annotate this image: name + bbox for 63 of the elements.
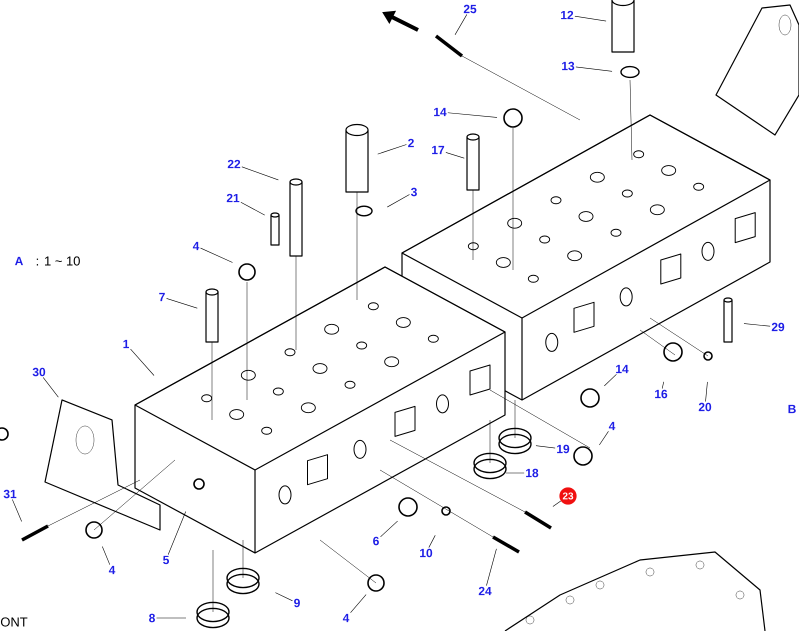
- callout-number: 6: [373, 536, 379, 546]
- callout-number: 24: [478, 586, 492, 596]
- label-text: : 1 ~ 10: [36, 256, 80, 266]
- callout-number: 4: [342, 614, 350, 622]
- label-text: B: [788, 404, 796, 414]
- leader-line: [576, 66, 612, 72]
- leader-line: [662, 382, 664, 389]
- callout-number: 22: [228, 160, 240, 168]
- callout-number: 31: [4, 490, 16, 498]
- leader-line: [574, 16, 606, 22]
- leader-line: [552, 500, 562, 507]
- leader-line: [705, 382, 708, 402]
- leader-line: [130, 348, 154, 376]
- callout-number: 14: [434, 108, 447, 116]
- callout-number: 18: [526, 468, 538, 478]
- callout-number: 29: [772, 322, 784, 332]
- label-text: ONT: [0, 617, 28, 627]
- callout-number: 12: [561, 10, 574, 20]
- callout-number: 30: [32, 368, 46, 376]
- leader-line: [166, 298, 198, 308]
- leader-line: [486, 548, 497, 586]
- callout-number: 1: [123, 340, 129, 348]
- callout-number: 17: [432, 146, 444, 154]
- callout-number: 14: [616, 364, 629, 374]
- callout-number: 10: [420, 548, 432, 558]
- label-text: A: [15, 256, 23, 266]
- leader-line: [242, 166, 279, 180]
- leader-line: [12, 499, 22, 522]
- leader-line: [506, 472, 524, 474]
- leader-line: [42, 377, 59, 398]
- callout-number: 25: [464, 4, 476, 14]
- callout-number: 7: [159, 292, 165, 302]
- callout-number: 21: [226, 194, 240, 202]
- callout-number: 9: [294, 598, 300, 608]
- callout-number: 16: [655, 390, 668, 398]
- leader-line: [744, 323, 770, 326]
- callout-number: 4: [608, 422, 616, 430]
- leader-line: [536, 445, 556, 448]
- callout-number: 2: [408, 138, 414, 148]
- leader-line: [380, 520, 398, 538]
- callout-number: 19: [557, 444, 570, 454]
- leader-line: [377, 144, 407, 154]
- leader-line: [102, 546, 110, 565]
- leader-line: [240, 202, 266, 216]
- leader-line: [448, 112, 498, 118]
- callout-number: 5: [163, 556, 169, 564]
- leader-line: [200, 248, 233, 263]
- leader-line: [446, 152, 465, 158]
- leader-line: [275, 592, 293, 602]
- leader-line: [599, 431, 609, 446]
- callout-number: 4: [108, 566, 116, 574]
- leader-line: [454, 14, 468, 36]
- leader-line: [350, 594, 366, 614]
- callout-number: 4: [192, 242, 200, 250]
- leader-line: [168, 511, 186, 555]
- callout-number: 8: [149, 614, 155, 622]
- leader-line: [428, 535, 436, 548]
- leader-line: [604, 374, 617, 386]
- callout-number: 20: [698, 402, 712, 412]
- callout-badge: 23: [559, 487, 577, 505]
- callout-number: 13: [562, 62, 574, 70]
- leader-line: [386, 194, 410, 208]
- callout-number: 3: [410, 188, 417, 196]
